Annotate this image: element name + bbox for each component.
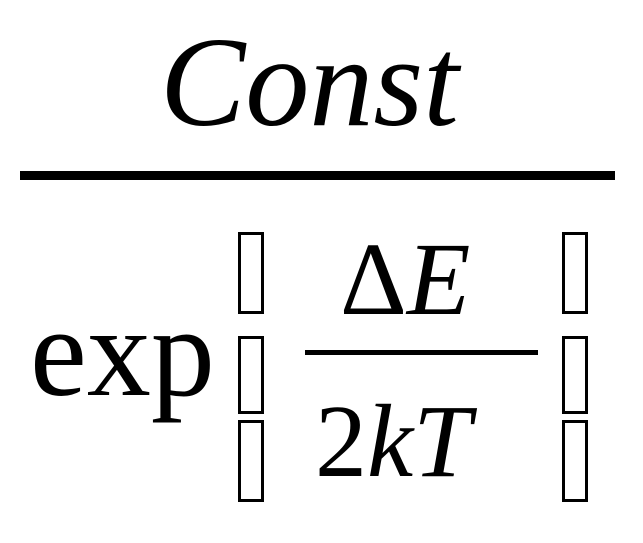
left-bracket-bottom-segment (238, 420, 264, 502)
exp-function-name: exp (30, 281, 215, 423)
inner-numerator: ΔE (340, 228, 470, 332)
right-bracket-top-segment (562, 232, 588, 314)
denominator-coefficient: 2 (315, 384, 367, 499)
right-bracket-middle-segment (562, 336, 588, 414)
formula-numerator: Const (160, 11, 459, 153)
main-fraction-bar (20, 171, 615, 180)
inner-fraction-bar (305, 350, 538, 355)
inner-denominator: 2kT (315, 390, 471, 494)
energy-variable: E (406, 222, 471, 337)
delta-symbol: Δ (340, 222, 407, 337)
left-bracket-middle-segment (238, 336, 264, 414)
right-bracket-bottom-segment (562, 420, 588, 502)
right-bracket (562, 232, 588, 502)
left-bracket (238, 232, 264, 502)
denominator-variables: kT (367, 384, 471, 499)
left-bracket-top-segment (238, 232, 264, 314)
